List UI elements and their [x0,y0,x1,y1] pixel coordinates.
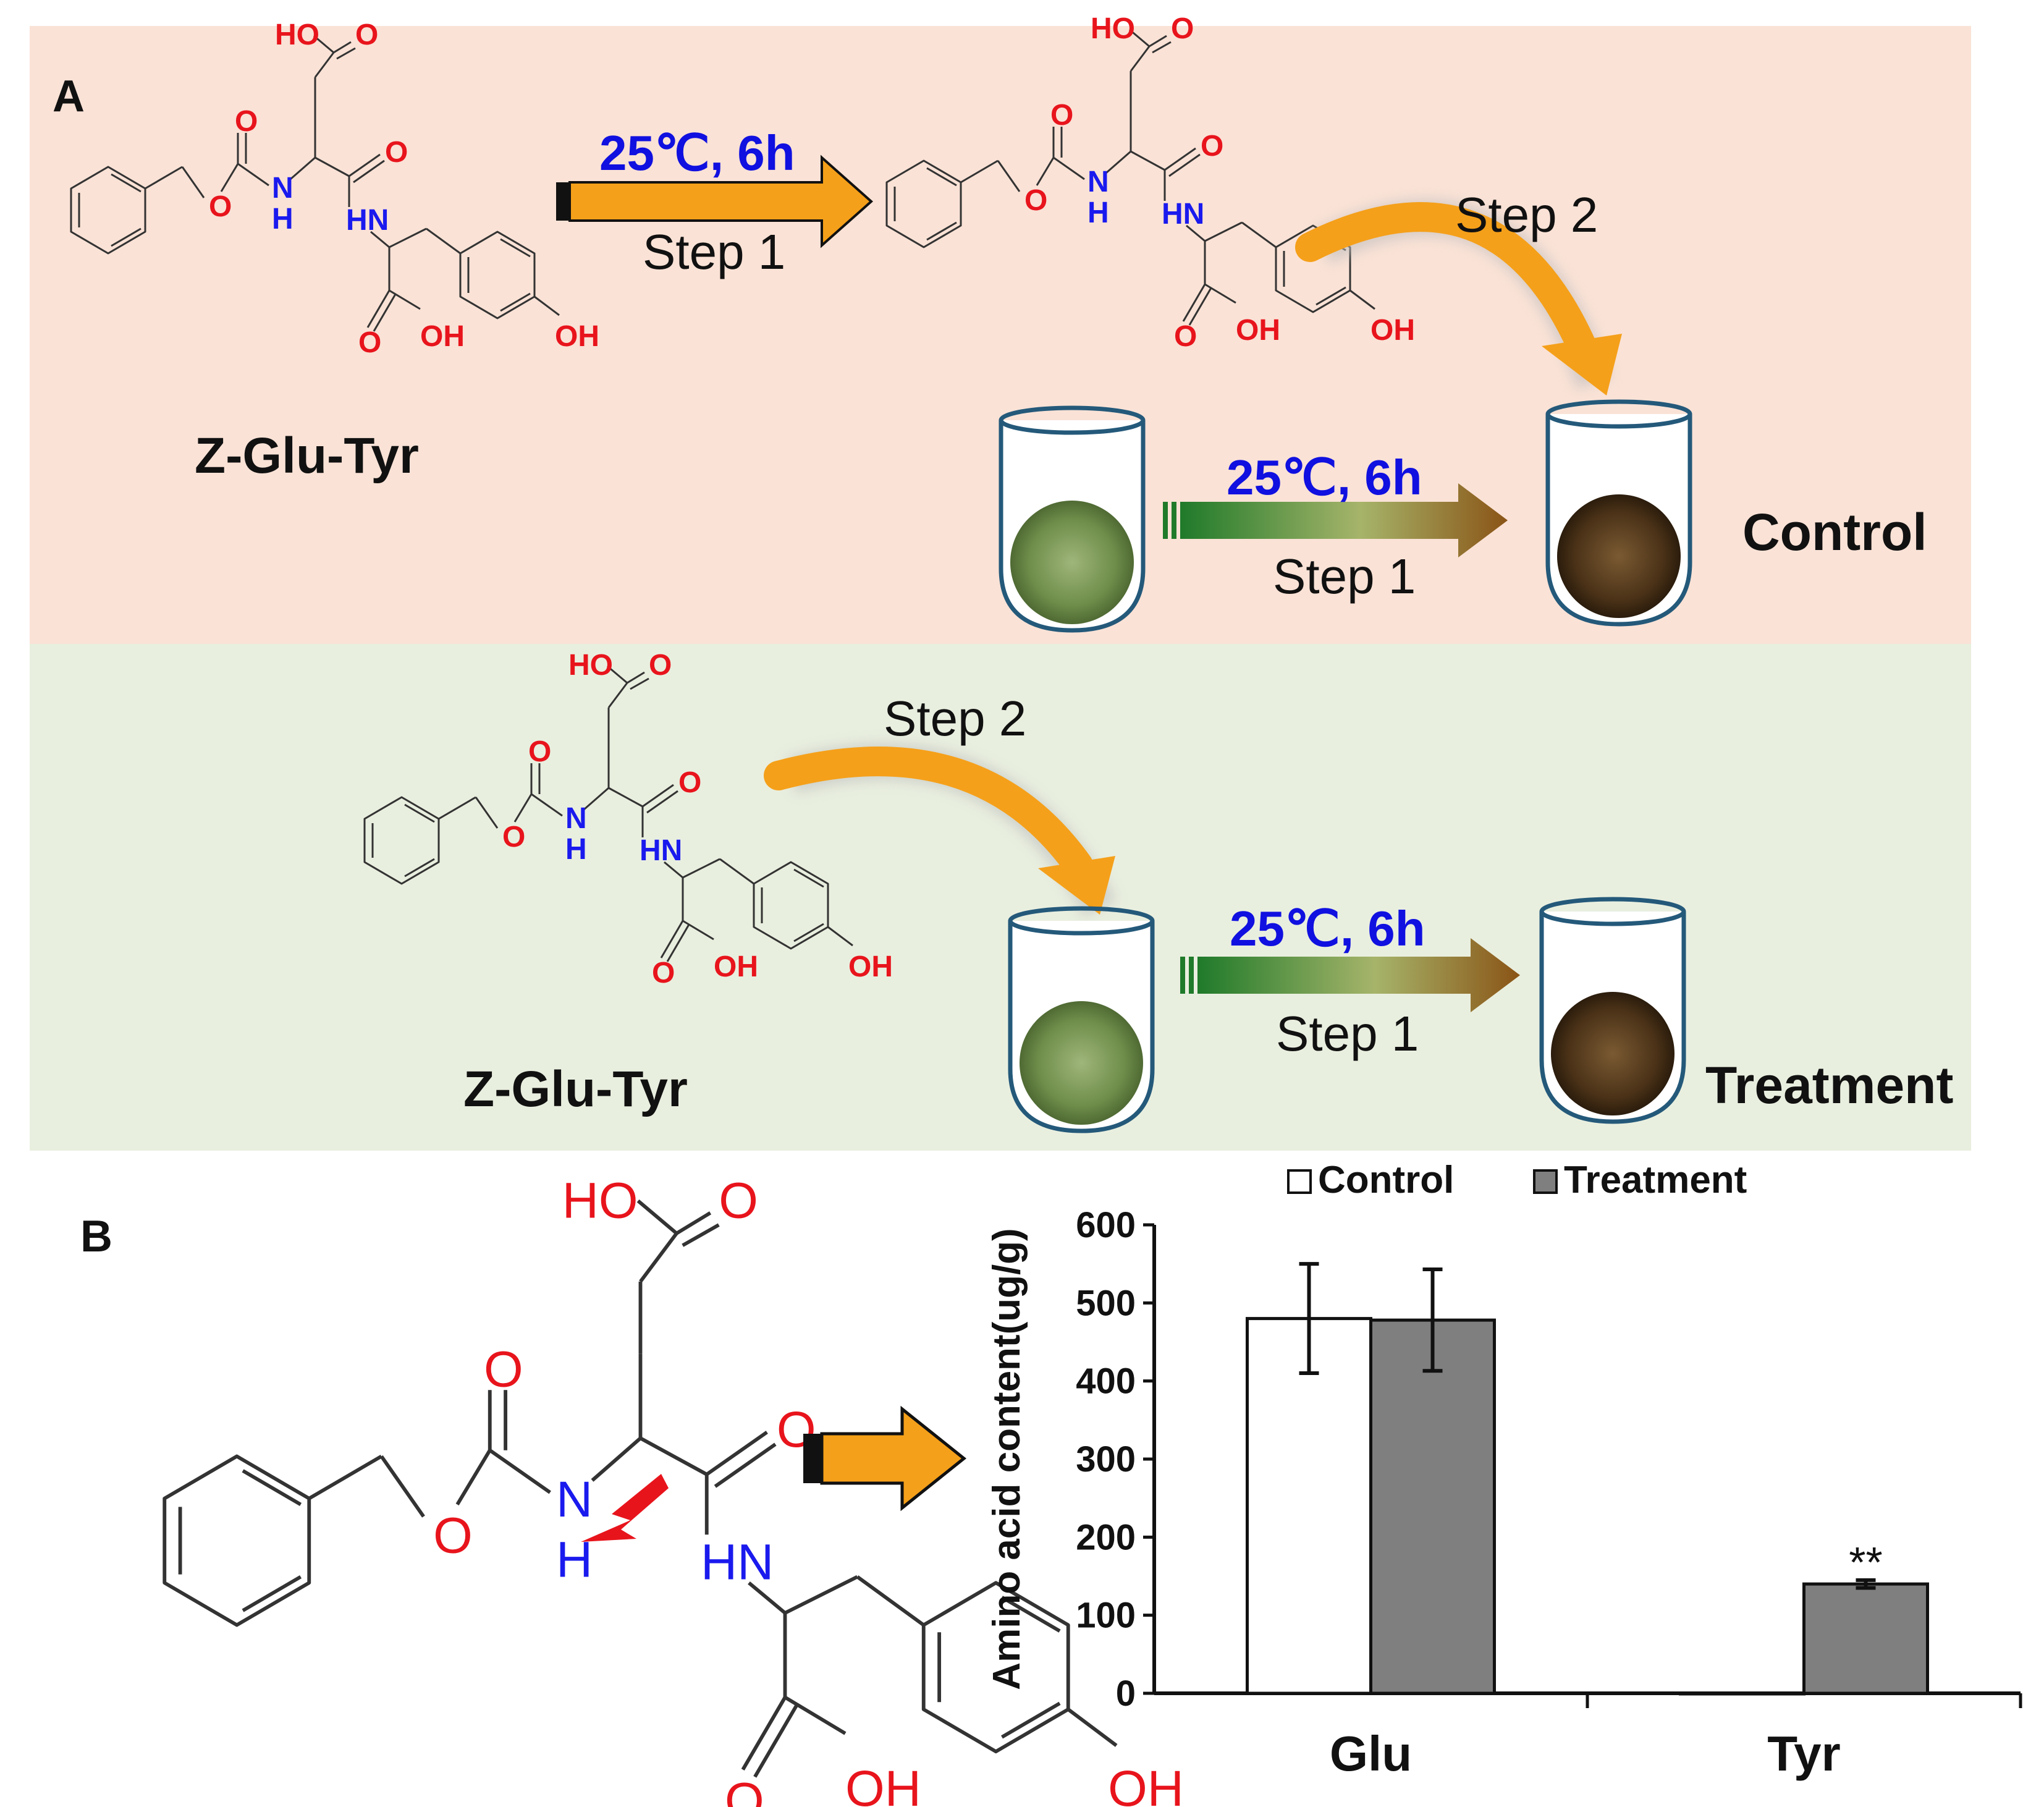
atom-label-o: O [355,19,378,51]
panel-a-letter: A [53,72,85,121]
atom-label-h: H [272,203,294,235]
atom-label-o: O [502,821,525,853]
molecule-z-glu-tyr-treatment: O O NH HO O O HN O OH OH [363,649,893,989]
atom-label-o: O [1050,99,1073,132]
atom-label-o: O [385,136,408,169]
atom-label-hn: HN [1162,198,1204,231]
atom-label-o: O [235,105,258,138]
step1-arrow-top [556,154,874,248]
atom-label-o: O [1174,320,1197,353]
atom-label-o: O [1024,184,1047,217]
atom-label-n: N [565,802,587,835]
step2-label-treatment: Step 2 [884,691,1026,746]
atom-label-oh: OH [848,950,893,983]
atom-label-n: N [556,1471,593,1528]
atom-label-o: O [358,326,381,359]
result-arrow [803,1405,967,1512]
atom-label-n: N [272,172,294,205]
group-label-control: Control [1742,503,1927,561]
significance-annotation: ** [1849,1538,1882,1586]
atom-label-o: O [209,190,232,223]
group-label-treatment: Treatment [1705,1056,1953,1114]
y-axis-label: Amino acid content(ug/g) [986,1228,1028,1690]
atom-label-oh: OH [1370,314,1415,347]
step1-gradient-arrow-control [1163,483,1508,557]
y-tick-label: 100 [1076,1596,1136,1636]
legend-swatch-treatment [1533,1169,1558,1194]
atom-label-oh: OH [420,320,465,353]
atom-label-o: O [652,957,675,989]
atom-label-o: O [484,1341,523,1397]
y-tick-label: 300 [1076,1439,1136,1479]
y-tick-label: 200 [1076,1517,1136,1557]
atom-label-oh: OH [845,1761,921,1807]
bar-control-tyr [1679,1691,1805,1696]
atom-label-oh: OH [714,950,758,983]
atom-label-o: O [719,1172,758,1229]
atom-label-oh: OH [1236,314,1280,347]
step1-condition-control: 25℃, 6h [1227,450,1422,505]
step1-gradient-arrow-treatment [1180,938,1520,1012]
atom-label-hn: HN [346,204,389,237]
legend-swatch-control [1287,1169,1312,1194]
atom-label-o: O [649,649,672,682]
atom-label-o: O [1171,12,1194,45]
atom-label-ho: HO [568,649,613,682]
step1-label-top: Step 1 [643,224,785,279]
y-tick-label: 400 [1076,1361,1136,1402]
atom-label-oh: OH [555,320,599,353]
legend-label-treatment: Treatment [1564,1159,1747,1201]
step1-condition-top: 25℃, 6h [599,125,795,180]
atom-label-o: O [678,766,701,799]
tube-treatment-after [1539,897,1686,1124]
atom-label-oh: OH [1108,1761,1184,1807]
x-category-label: Glu [1330,1726,1412,1781]
step2-curved-arrow-treatment [764,743,1117,917]
tube-treatment-before [1008,906,1155,1133]
y-tick-label: 600 [1076,1205,1136,1245]
y-tick-label: 500 [1076,1283,1136,1323]
panel-b-letter: B [80,1212,112,1261]
molecule-z-glu-tyr-product: O O NH HO O O HN O OH OH [885,12,1415,353]
atom-label-ho: HO [562,1172,638,1229]
atom-label-o: O [725,1773,764,1807]
step2-curved-arrow-control [1295,199,1622,396]
step1-condition-treatment: 25℃, 6h [1230,901,1425,956]
atom-label-o: O [1201,130,1223,163]
tube-control-before [999,405,1146,633]
atom-label-o: O [528,735,551,768]
legend-label-control: Control [1318,1159,1454,1201]
molecule-z-glu-tyr-left: O O NH HO O O HN O OH OH [70,19,599,359]
compound-name-control: Z-Glu-Tyr [195,428,419,484]
bar-control-glu [1246,1317,1372,1695]
step1-label-treatment: Step 1 [1276,1006,1419,1061]
bar-treatment-tyr [1802,1582,1929,1695]
atom-label-h: H [1087,197,1109,229]
y-tick-label: 0 [1116,1674,1136,1714]
atom-label-n: N [1087,166,1109,198]
cleavage-site-arrow [581,1474,669,1542]
atom-label-ho: HO [275,19,319,51]
atom-label-o: O [433,1508,473,1564]
atom-label-h: H [565,833,587,866]
bar-treatment-glu [1369,1318,1496,1695]
step1-label-control: Step 1 [1273,549,1416,604]
atom-label-ho: HO [1091,12,1135,45]
step2-label-control: Step 2 [1455,187,1598,242]
atom-label-hn: HN [701,1534,774,1590]
tube-control-after [1545,399,1692,627]
x-category-label: Tyr [1767,1726,1841,1781]
compound-name-treatment: Z-Glu-Tyr [463,1061,688,1117]
atom-label-hn: HN [640,834,682,867]
